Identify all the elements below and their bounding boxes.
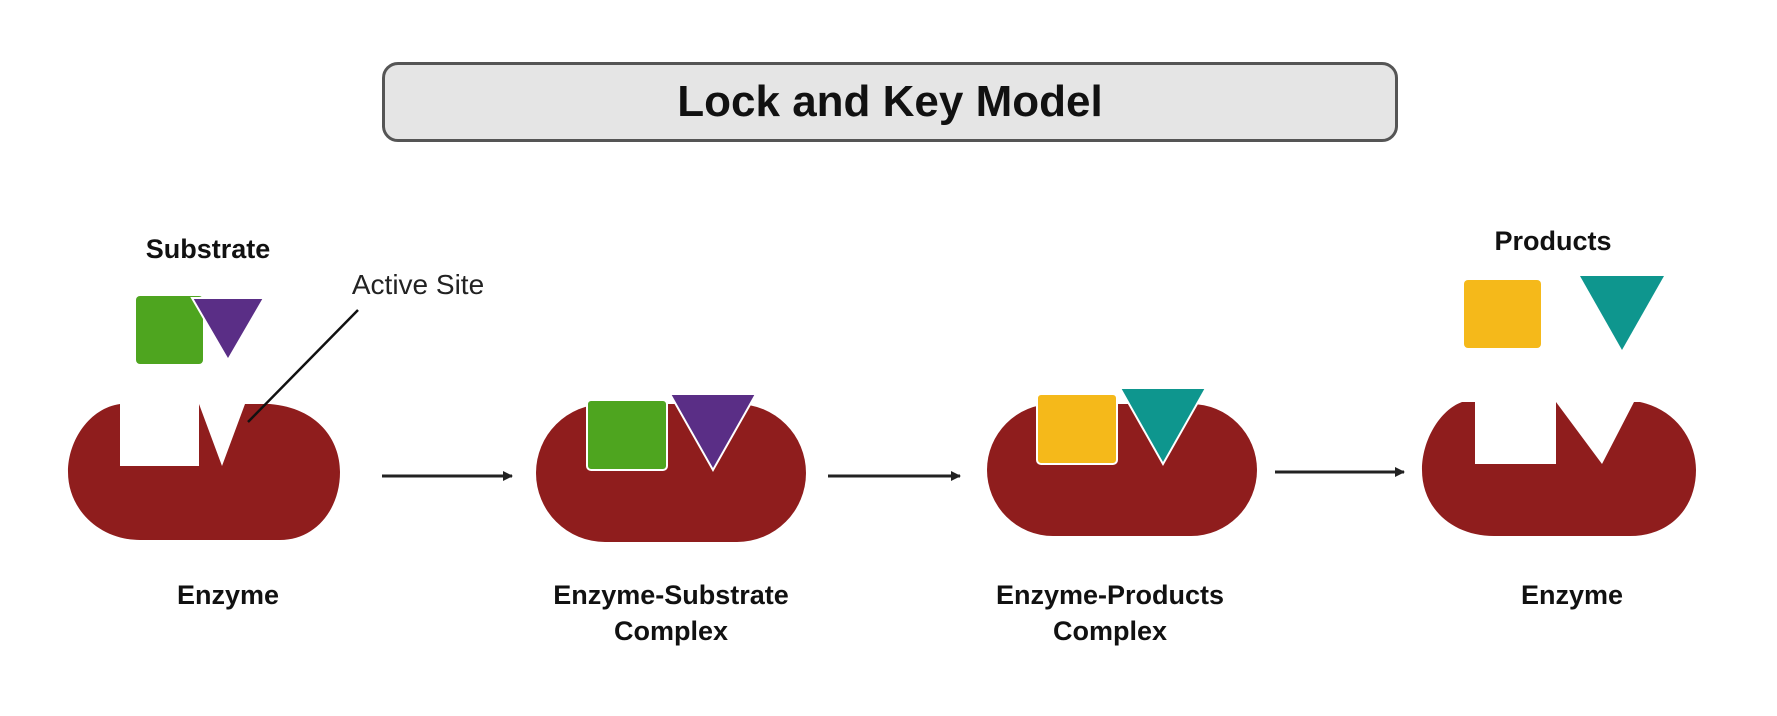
substrate-label: Substrate xyxy=(146,234,271,264)
products-label: Products xyxy=(1494,226,1611,256)
complex-product-square xyxy=(1036,393,1118,465)
enzyme-1-shape xyxy=(68,404,340,540)
complex-product-triangle xyxy=(1118,387,1208,467)
substrate-square xyxy=(136,296,203,364)
enzyme-4-group: Products Enzyme xyxy=(1422,226,1696,610)
enzyme-2-shape xyxy=(536,404,806,542)
complex-substrate-triangle xyxy=(668,393,758,473)
enzyme-2-label: Enzyme xyxy=(1521,580,1623,610)
ep-complex-label-line2: Complex xyxy=(1053,616,1167,646)
enzyme-products-complex-group: Enzyme-Products Complex xyxy=(987,387,1257,646)
ep-complex-label-line1: Enzyme-Products xyxy=(996,580,1224,610)
active-site-label: Active Site xyxy=(352,269,484,300)
es-complex-label-line1: Enzyme-Substrate xyxy=(553,580,789,610)
product-square xyxy=(1464,280,1541,348)
es-complex-label-line2: Complex xyxy=(614,616,728,646)
product-triangle xyxy=(1580,276,1664,350)
substrate-triangle xyxy=(190,297,266,362)
diagram-title: Lock and Key Model xyxy=(677,77,1103,126)
complex-substrate-square xyxy=(586,399,668,471)
enzyme-1-group: Substrate Active Site Enzyme xyxy=(68,234,484,610)
enzyme-3-shape xyxy=(987,404,1257,536)
enzyme-substrate-complex-group: Enzyme-Substrate Complex xyxy=(536,393,806,646)
enzyme-1-label: Enzyme xyxy=(177,580,279,610)
enzyme-4-shape xyxy=(1422,402,1696,536)
title-banner: Lock and Key Model xyxy=(382,62,1398,142)
active-site-pointer xyxy=(247,309,359,423)
